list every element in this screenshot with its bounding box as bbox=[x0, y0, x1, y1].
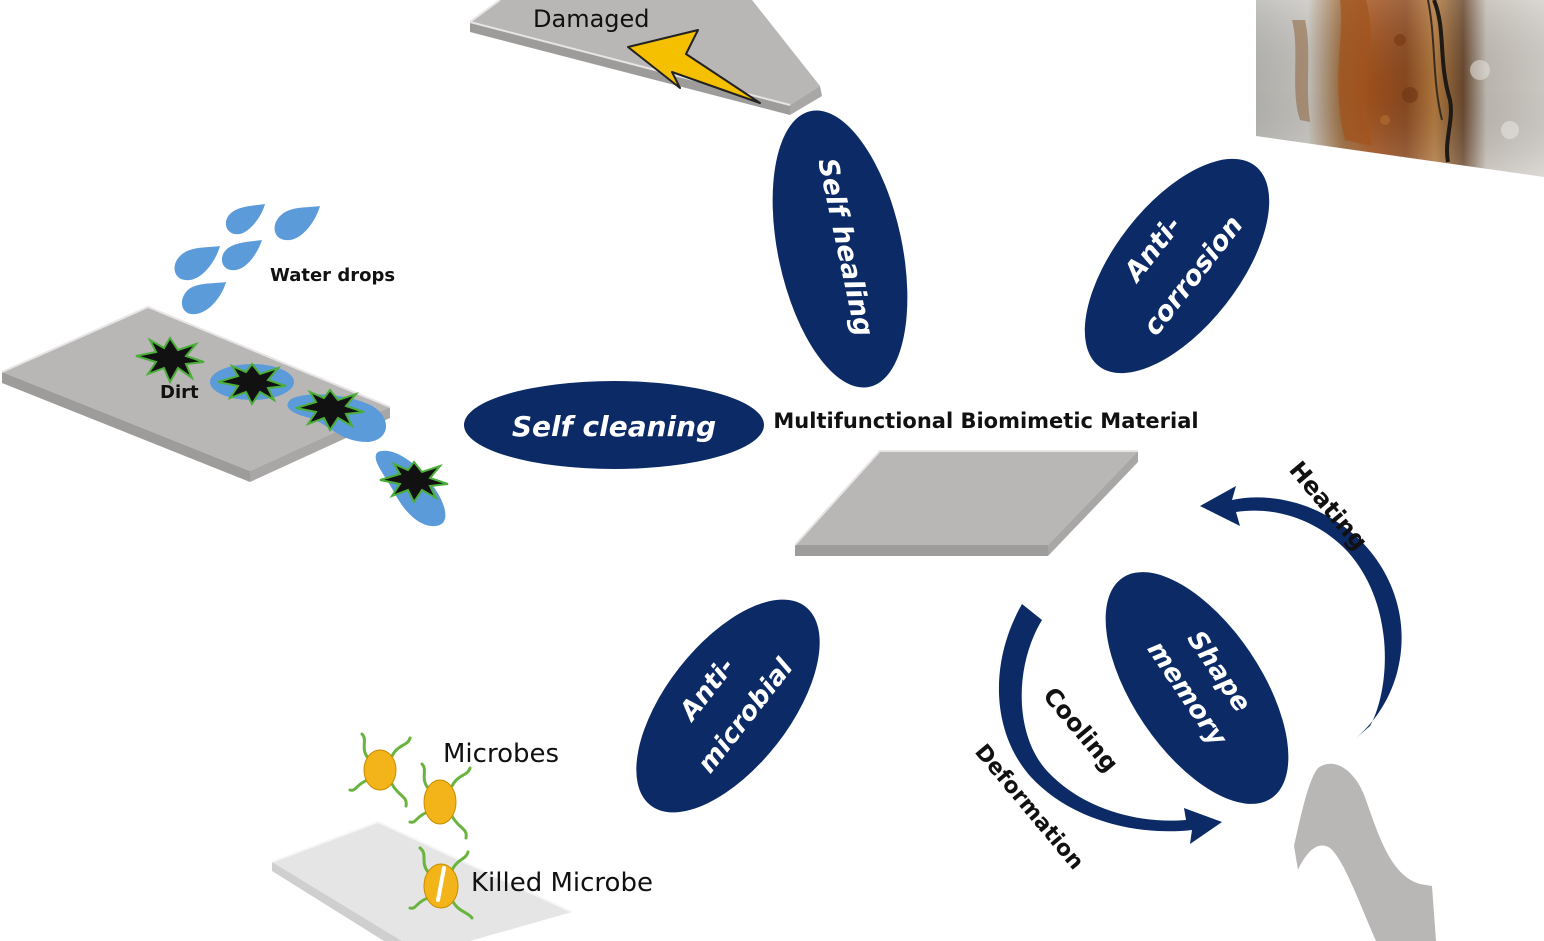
dirt-particles bbox=[135, 336, 449, 527]
corrosion-photo bbox=[1256, 0, 1544, 177]
microbes-label: Microbes bbox=[443, 739, 559, 769]
water-drops-label: Water drops bbox=[270, 265, 395, 286]
killed-microbe-icon bbox=[408, 846, 474, 920]
cooling-arrow bbox=[998, 604, 1222, 844]
center-material-plate bbox=[794, 450, 1138, 556]
damaged-label: Damaged bbox=[533, 5, 650, 33]
petal-self-cleaning-label: Self cleaning bbox=[512, 410, 716, 443]
deformed-material-shape bbox=[1294, 763, 1436, 941]
petal-anti-microbial: Anti- microbial bbox=[636, 599, 820, 813]
lightning-bolt-icon bbox=[627, 29, 761, 104]
water-drops-group bbox=[174, 204, 320, 315]
petal-self-healing: Self healing bbox=[772, 110, 908, 388]
petal-anti-corrosion: Anti- corrosion bbox=[1084, 158, 1270, 374]
microbe-icon bbox=[348, 732, 412, 808]
killed-microbe-label: Killed Microbe bbox=[471, 868, 653, 898]
microbe-icon bbox=[408, 762, 472, 840]
antimicrobial-plate bbox=[271, 820, 573, 941]
heating-arrow bbox=[1200, 486, 1402, 738]
main-title: Multifunctional Biomimetic Material bbox=[773, 409, 1198, 433]
dirt-label: Dirt bbox=[160, 382, 199, 403]
cooling-label: Cooling bbox=[1037, 682, 1124, 778]
petal-shape-memory: Shape memory bbox=[1105, 572, 1289, 804]
petal-self-cleaning: Self cleaning bbox=[464, 381, 764, 469]
